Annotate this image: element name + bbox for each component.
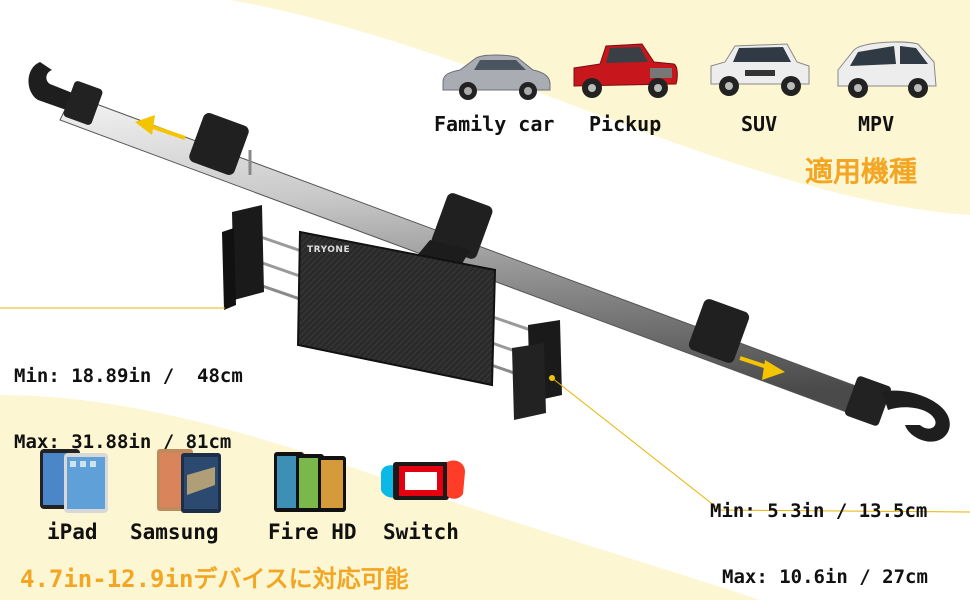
nintendo-switch-icon bbox=[381, 460, 465, 500]
vehicle-label-suv: SUV bbox=[741, 112, 778, 136]
suv-icon bbox=[710, 43, 810, 96]
right-collar bbox=[688, 299, 750, 363]
clamp-range-max: Max: 10.6in / 27cm bbox=[722, 566, 928, 588]
device-label-ipad: iPad bbox=[47, 520, 98, 544]
bar-length-spec: Min: 18.89in / 48cm Max: 31.88in / 81cm bbox=[14, 321, 243, 475]
pickup-truck-icon bbox=[573, 43, 678, 98]
bar-length-max: Max: 31.88in / 81cm bbox=[14, 431, 232, 453]
brand-logo: TRYONE bbox=[307, 245, 351, 255]
left-tablet-clamp bbox=[222, 205, 264, 310]
ipad-icon bbox=[40, 449, 108, 513]
vehicle-label-family-car: Family car bbox=[434, 112, 555, 136]
left-hook bbox=[28, 62, 103, 125]
clamp-range-spec: Min: 5.3in / 13.5cm Max: 10.6in / 27cm bbox=[710, 456, 928, 610]
samsung-tablet-icon bbox=[157, 449, 221, 513]
device-label-samsung: Samsung bbox=[130, 520, 219, 544]
vehicle-label-pickup: Pickup bbox=[589, 112, 662, 136]
device-label-fire-hd: Fire HD bbox=[268, 520, 357, 544]
tablet-holder-body bbox=[296, 230, 497, 387]
compatible-vehicles-heading: 適用機種 bbox=[805, 155, 918, 188]
extension-arrow-right bbox=[739, 356, 785, 380]
left-collar bbox=[189, 113, 249, 175]
extension-arrow-left bbox=[135, 115, 186, 140]
bar-length-min: Min: 18.89in / 48cm bbox=[14, 365, 243, 387]
device-compatibility-caption: 4.7in-12.9inデバイスに対応可能 bbox=[20, 565, 409, 593]
clamp-range-min: Min: 5.3in / 13.5cm bbox=[710, 500, 928, 522]
vehicle-label-mpv: MPV bbox=[858, 112, 895, 136]
leader-lines bbox=[0, 307, 970, 513]
minivan-icon bbox=[837, 41, 937, 98]
right-tablet-clamp bbox=[512, 320, 562, 420]
sedan-icon bbox=[442, 54, 551, 100]
fire-hd-tablet-icon bbox=[274, 452, 346, 512]
right-hook bbox=[845, 376, 950, 442]
device-label-switch: Switch bbox=[383, 520, 459, 544]
